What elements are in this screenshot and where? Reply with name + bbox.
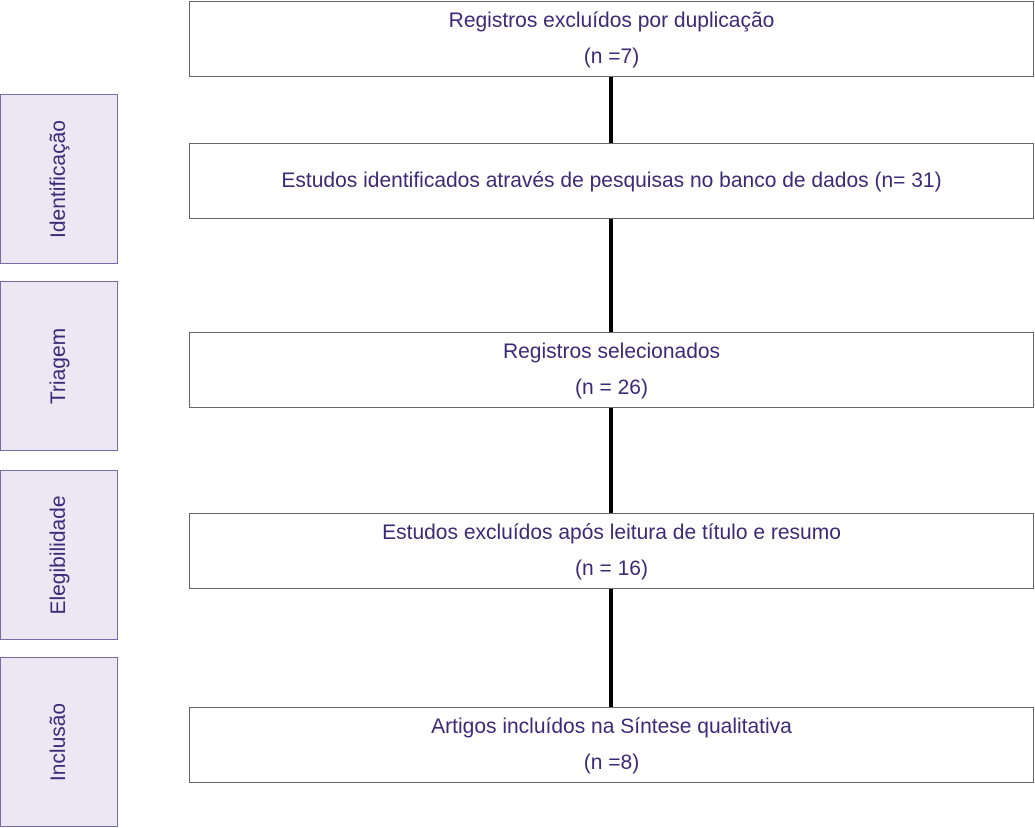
stage-identificacao: Identificação bbox=[0, 94, 118, 264]
box-count: (n =7) bbox=[583, 45, 640, 68]
stage-label: Inclusão bbox=[47, 702, 70, 782]
connector-line bbox=[609, 219, 613, 332]
connector-line bbox=[609, 408, 613, 513]
box-title: Registros selecionados bbox=[502, 340, 721, 363]
box-count: (n =8) bbox=[583, 751, 640, 774]
stage-elegibilidade: Elegibilidade bbox=[0, 470, 118, 640]
connector-line bbox=[609, 77, 613, 144]
stage-triagem: Triagem bbox=[0, 281, 118, 451]
box-title: Estudos excluídos após leitura de título… bbox=[382, 521, 841, 544]
box-duplicates-excluded: Registros excluídos por duplicação (n =7… bbox=[189, 1, 1034, 77]
connector-line bbox=[609, 589, 613, 708]
stage-inclusao: Inclusão bbox=[0, 657, 118, 827]
stage-label: Triagem bbox=[47, 327, 70, 405]
box-title: Artigos incluídos na Síntese qualitativa bbox=[431, 715, 792, 738]
box-title: Registros excluídos por duplicação bbox=[448, 9, 775, 32]
box-count: (n = 26) bbox=[575, 376, 648, 399]
box-count: (n = 16) bbox=[575, 557, 648, 580]
box-records-selected: Registros selecionados (n = 26) bbox=[189, 332, 1034, 408]
stage-label: Elegibilidade bbox=[47, 495, 70, 615]
stage-label: Identificação bbox=[47, 120, 70, 238]
box-title: Estudos identificados através de pesquis… bbox=[281, 169, 942, 192]
box-studies-identified: Estudos identificados através de pesquis… bbox=[189, 143, 1034, 219]
box-studies-excluded: Estudos excluídos após leitura de título… bbox=[189, 513, 1034, 589]
box-articles-included: Artigos incluídos na Síntese qualitativa… bbox=[189, 707, 1034, 783]
